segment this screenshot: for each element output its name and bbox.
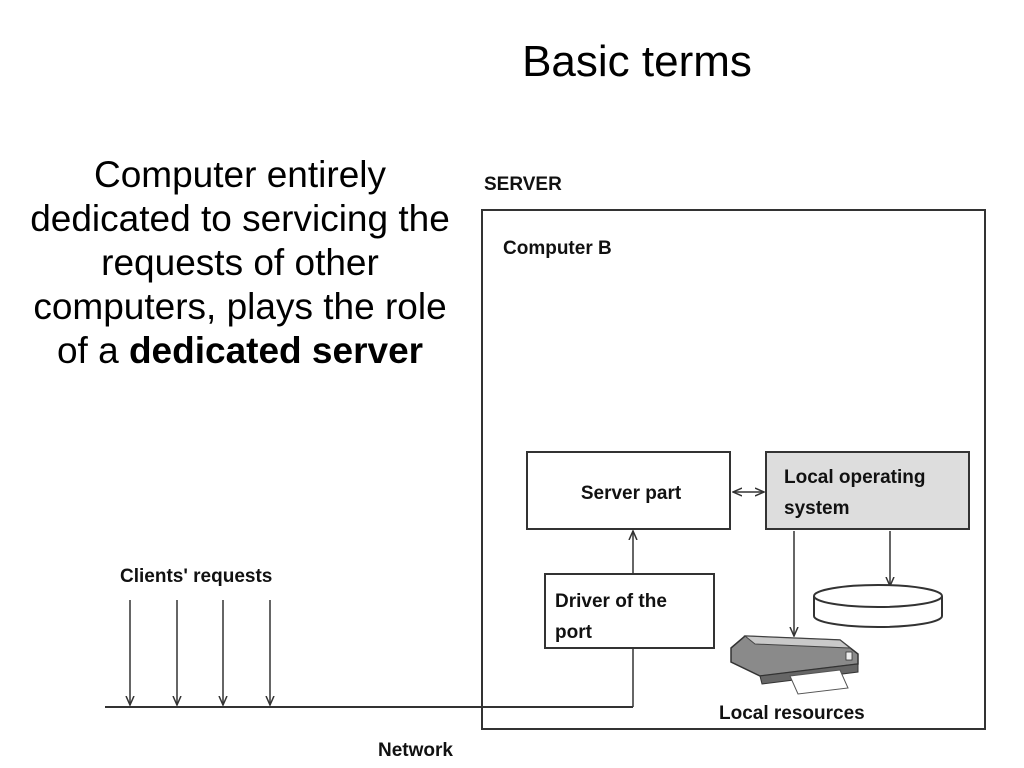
network-label: Network [378, 740, 453, 761]
local-os-label-line1: Local operating [784, 467, 925, 488]
server-part-box [526, 451, 731, 530]
definition-text-bold: dedicated server [128, 330, 424, 371]
server-box [481, 209, 986, 730]
server-label: SERVER [484, 174, 562, 195]
computer-b-label: Computer B [503, 238, 612, 259]
local-resources-label: Local resources [719, 703, 865, 724]
driver-label-line1: Driver of the [555, 591, 667, 612]
local-os-label-line2: system [784, 498, 850, 519]
definition-text: Computer entirely dedicated to servicing… [28, 153, 452, 373]
disk-icon [813, 584, 943, 628]
server-part-label: Server part [581, 483, 682, 504]
clients-requests-label: Clients' requests [120, 566, 272, 587]
driver-label-line2: port [555, 622, 593, 643]
printer-icon [730, 635, 859, 695]
slide-title: Basic terms [522, 37, 752, 86]
driver-box [544, 573, 715, 649]
local-os-box [765, 451, 970, 530]
definition-text-plain: Computer entirely dedicated to servicing… [30, 154, 450, 371]
